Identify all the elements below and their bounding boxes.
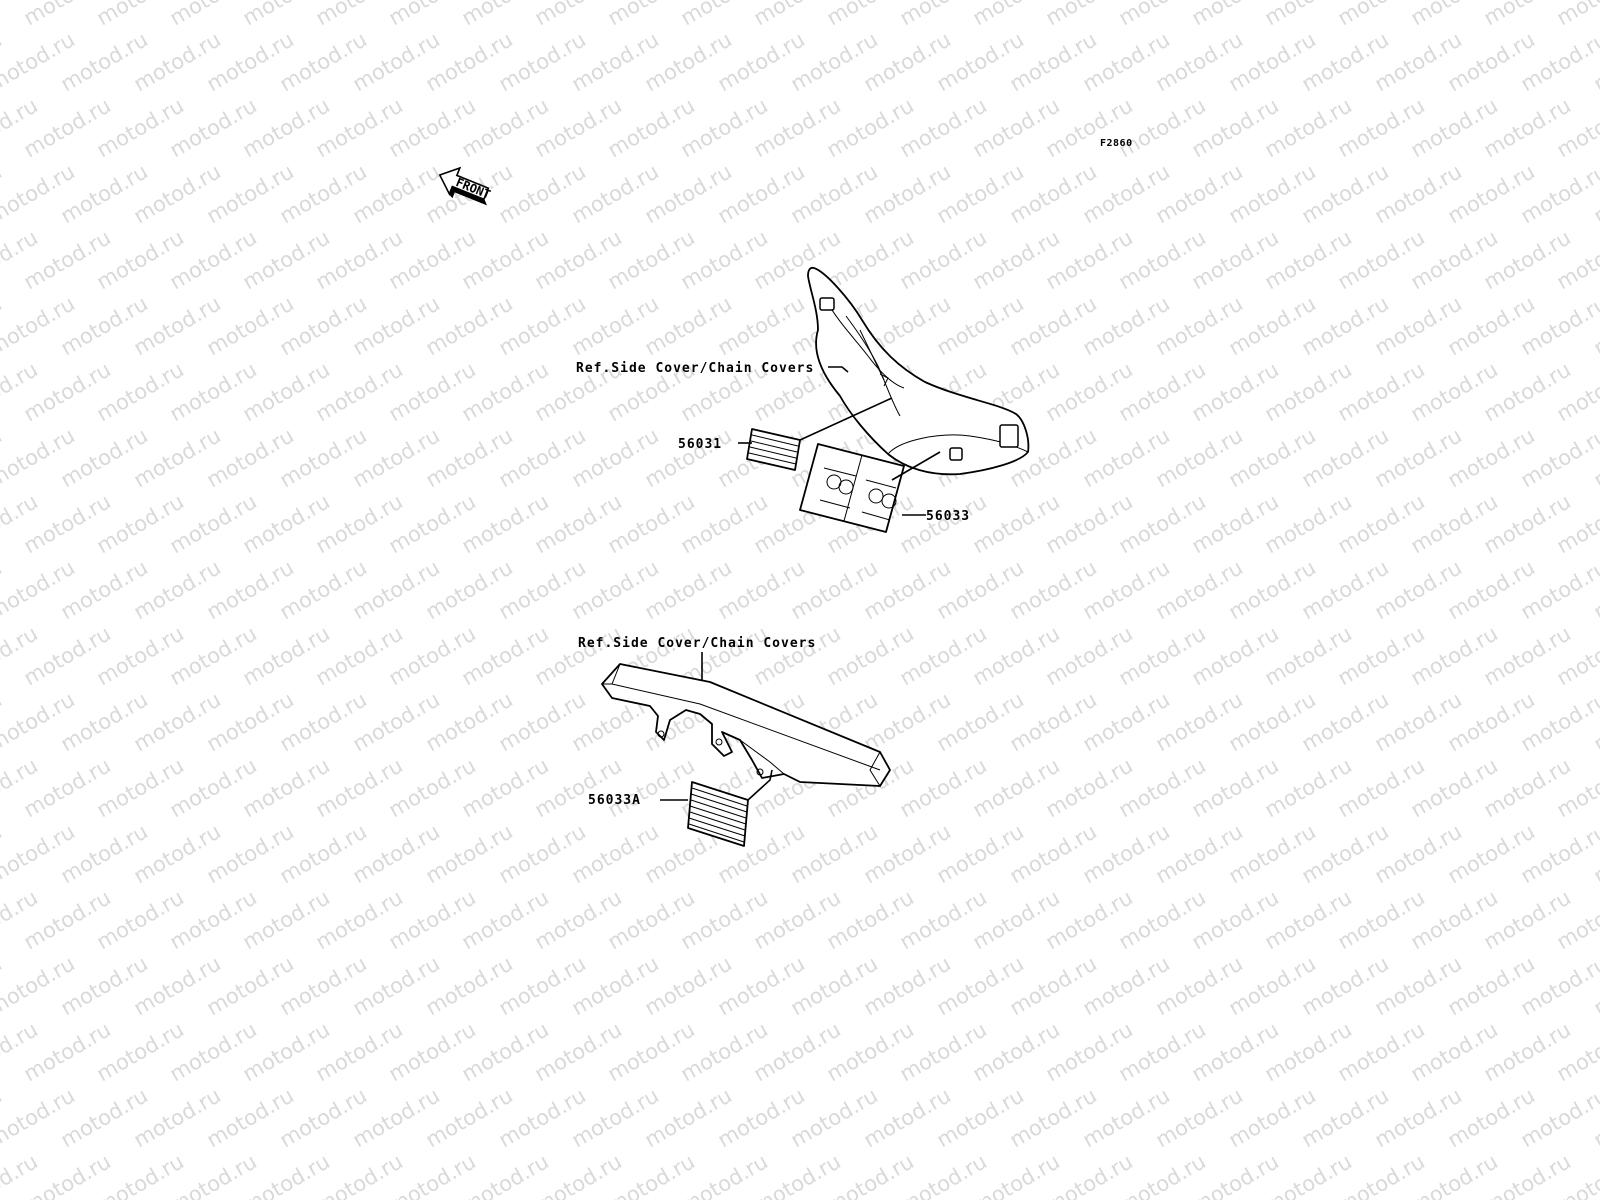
figure-code: F2860 (1100, 138, 1133, 149)
chain-cover-illustration (601, 663, 891, 787)
lower-leader-lines (660, 652, 773, 801)
callout-56031: 56031 (678, 437, 722, 452)
decal-56031-illustration (746, 428, 801, 471)
upper-leader-lines (738, 366, 941, 516)
upper-ref-label: Ref.Side Cover/Chain Covers (576, 361, 814, 376)
decal-56033-illustration (799, 443, 905, 533)
decal-56033A-illustration (687, 781, 749, 847)
watermark-text: motod.ru (1553, 0, 1600, 30)
lower-ref-label: Ref.Side Cover/Chain Covers (578, 636, 816, 651)
rear-side-cover-illustration (807, 266, 1030, 476)
callout-56033: 56033 (926, 509, 970, 524)
callout-56033A: 56033A (588, 793, 641, 808)
